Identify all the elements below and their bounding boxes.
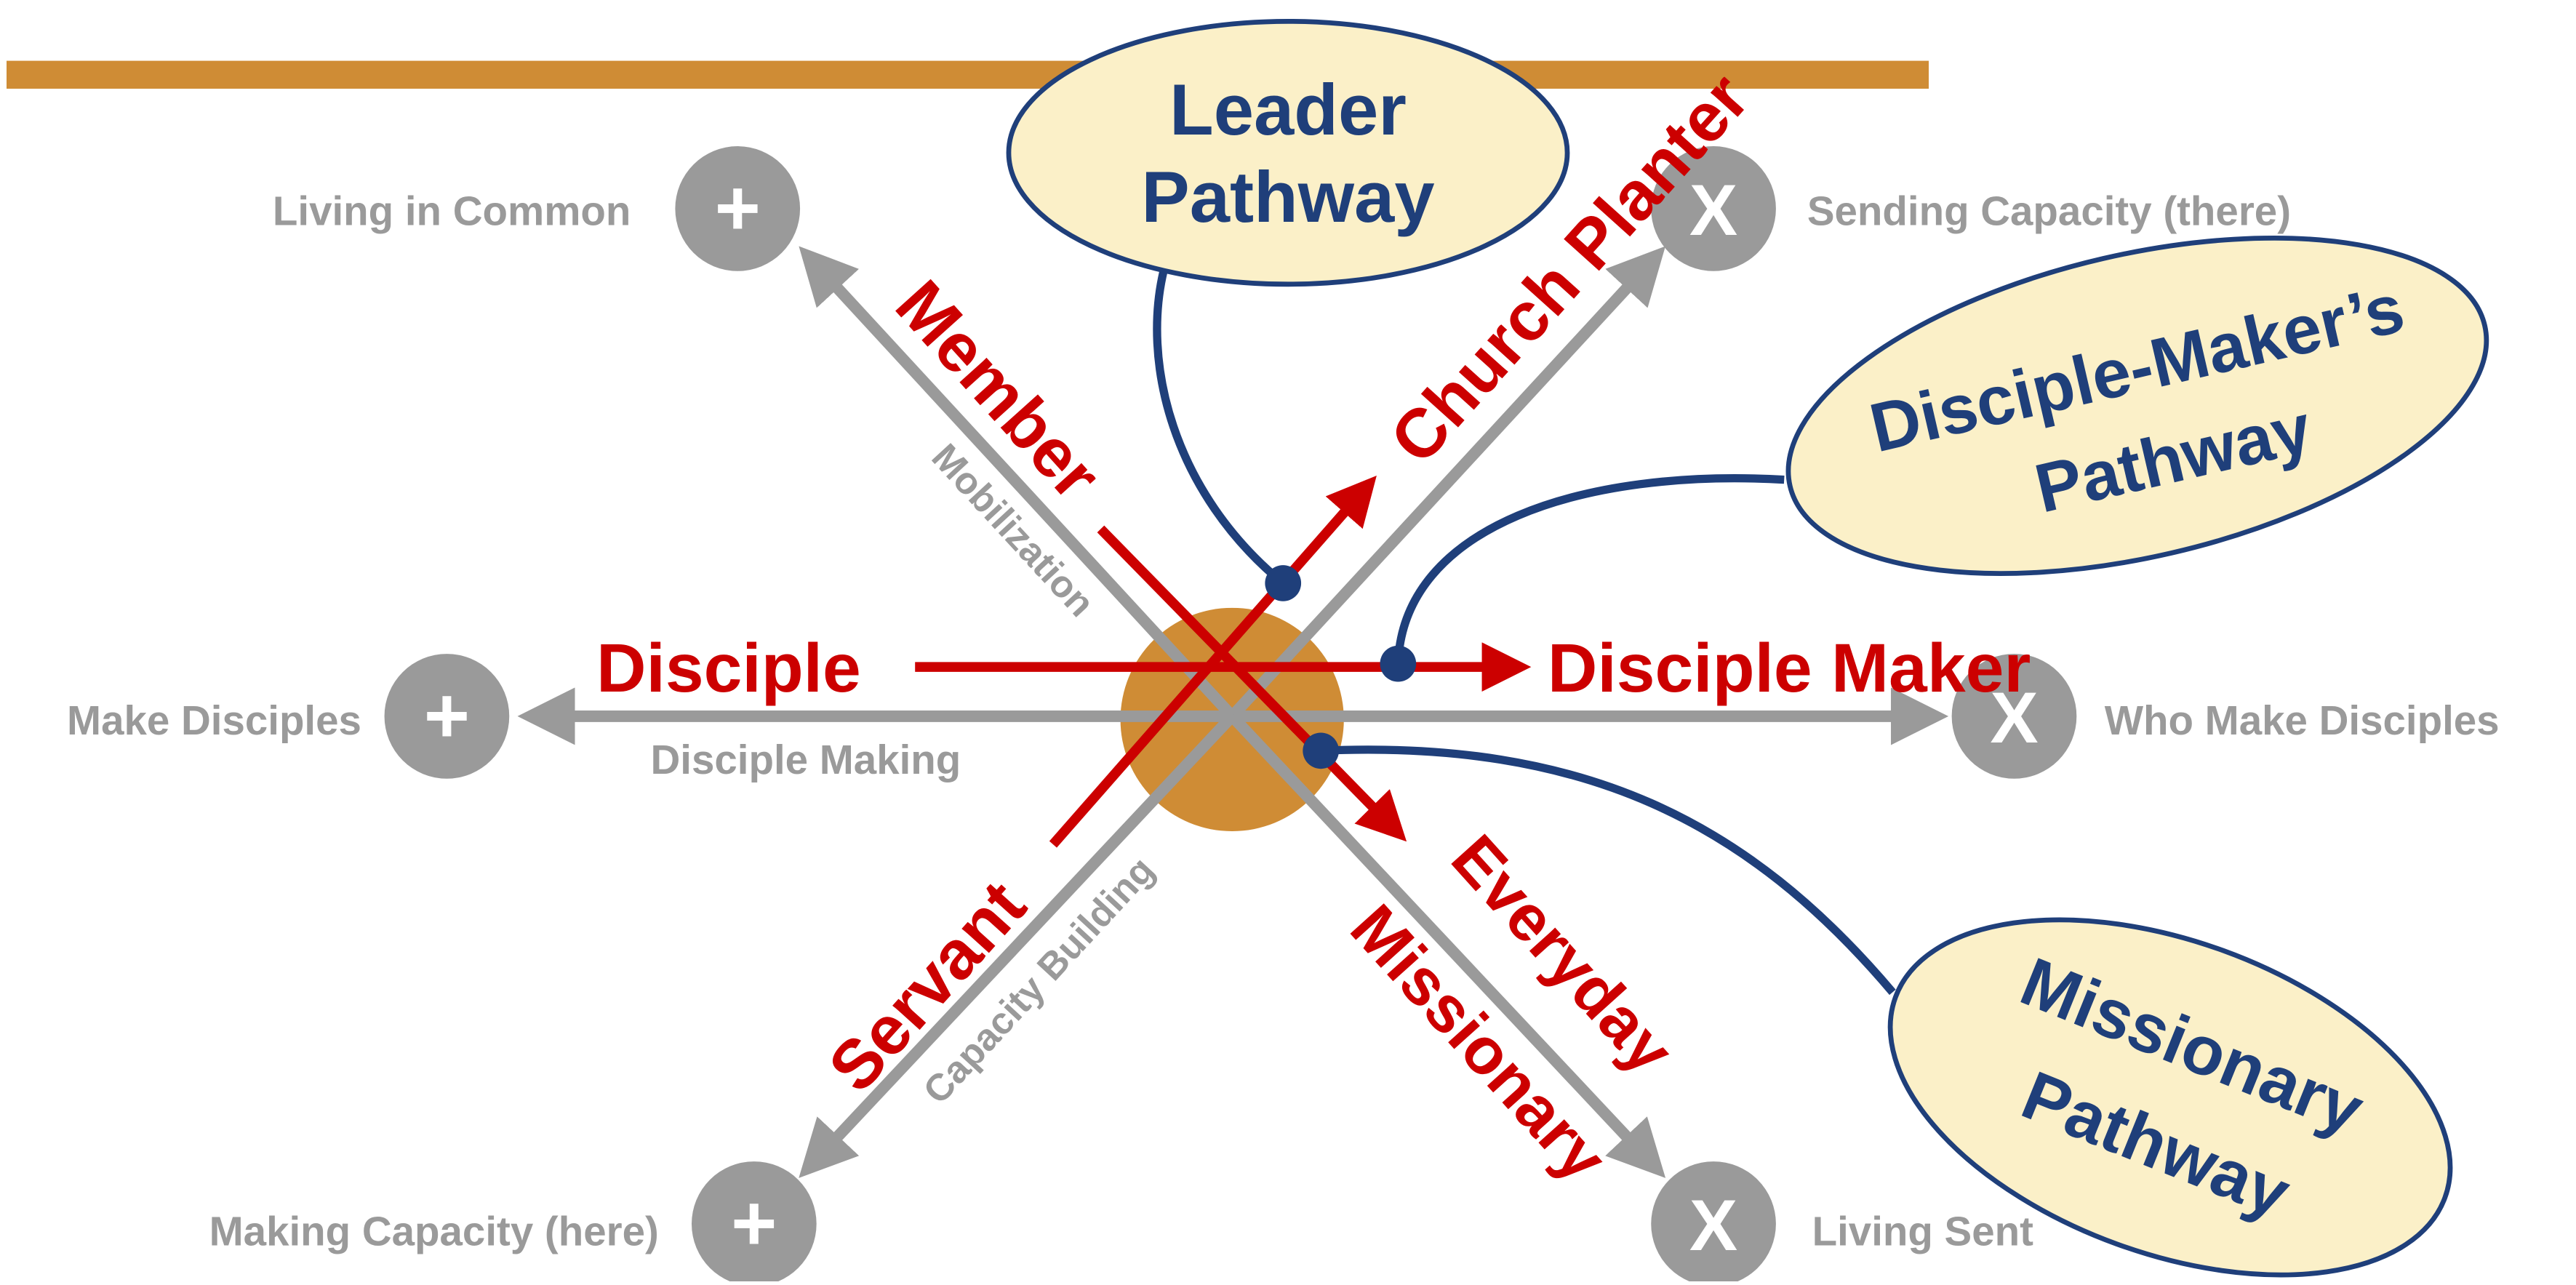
label-living-in-common: Living in Common [273,188,631,233]
symbol-circle-bottom-left [692,1161,817,1285]
x-icon-right: X [1990,678,2038,758]
missionary-connector [1320,745,1896,996]
symbol-circle-right [1951,654,2077,779]
symbol-circle-left [384,654,510,779]
connector-dots [1265,565,1417,769]
title-underline-bar [7,60,1929,89]
axis-diagonal-lower-left [799,712,1236,1178]
red-arrow-everyday [1097,525,1407,842]
x-icon-top-right: X [1689,170,1737,251]
symbol-circle-top-left [675,146,801,271]
role-label-member: Member [881,266,1115,514]
axis-label-disciple-making: Disciple Making [651,737,961,782]
label-making-capacity: Making Capacity (here) [209,1208,659,1254]
plus-icon-top-left: + [715,164,761,252]
label-sending-capacity: Sending Capacity (there) [1807,188,2291,233]
leader-connector-dot [1265,565,1302,601]
corner-labels: Living in Common Sending Capacity (there… [67,188,2500,1254]
label-living-sent: Living Sent [1812,1208,2034,1254]
missionary-pathway-bubble [1887,917,2453,1278]
plus-icon-left: + [424,671,470,759]
plus-icon-bottom-left: + [731,1179,777,1267]
axis-diagonal-upper-left [799,246,1237,721]
disciple-maker-connector [1393,474,1785,664]
corner-symbols: + X + X + X [384,146,2077,1285]
leader-pathway-bubble [1006,18,1570,287]
role-label-disciple-maker: Disciple Maker [1548,630,2031,707]
red-arrow-church-planter [1049,475,1377,848]
label-who-make-disciples: Who Make Disciples [2105,697,2500,743]
axis-diagonal-lower-right [1228,712,1666,1178]
leader-pathway-line1: Leader [1169,70,1407,151]
disciple-maker-pathway-bubble [1785,236,2489,576]
missionary-connector-dot [1303,732,1340,769]
leader-pathway-line2: Pathway [1141,157,1434,238]
red-arrows [915,475,1532,848]
pathway-connectors [1153,265,1896,996]
symbol-circle-bottom-right [1651,1161,1776,1285]
gray-axes [517,246,1949,1178]
symbol-circle-top-right [1651,146,1776,271]
role-label-disciple: Disciple [596,630,861,707]
x-icon-bottom-right: X [1689,1185,1737,1266]
axis-diagonal-upper-right [1228,246,1665,721]
disciple-maker-connector-dot [1380,645,1417,682]
leader-connector [1153,265,1286,587]
label-make-disciples: Make Disciples [67,697,361,743]
